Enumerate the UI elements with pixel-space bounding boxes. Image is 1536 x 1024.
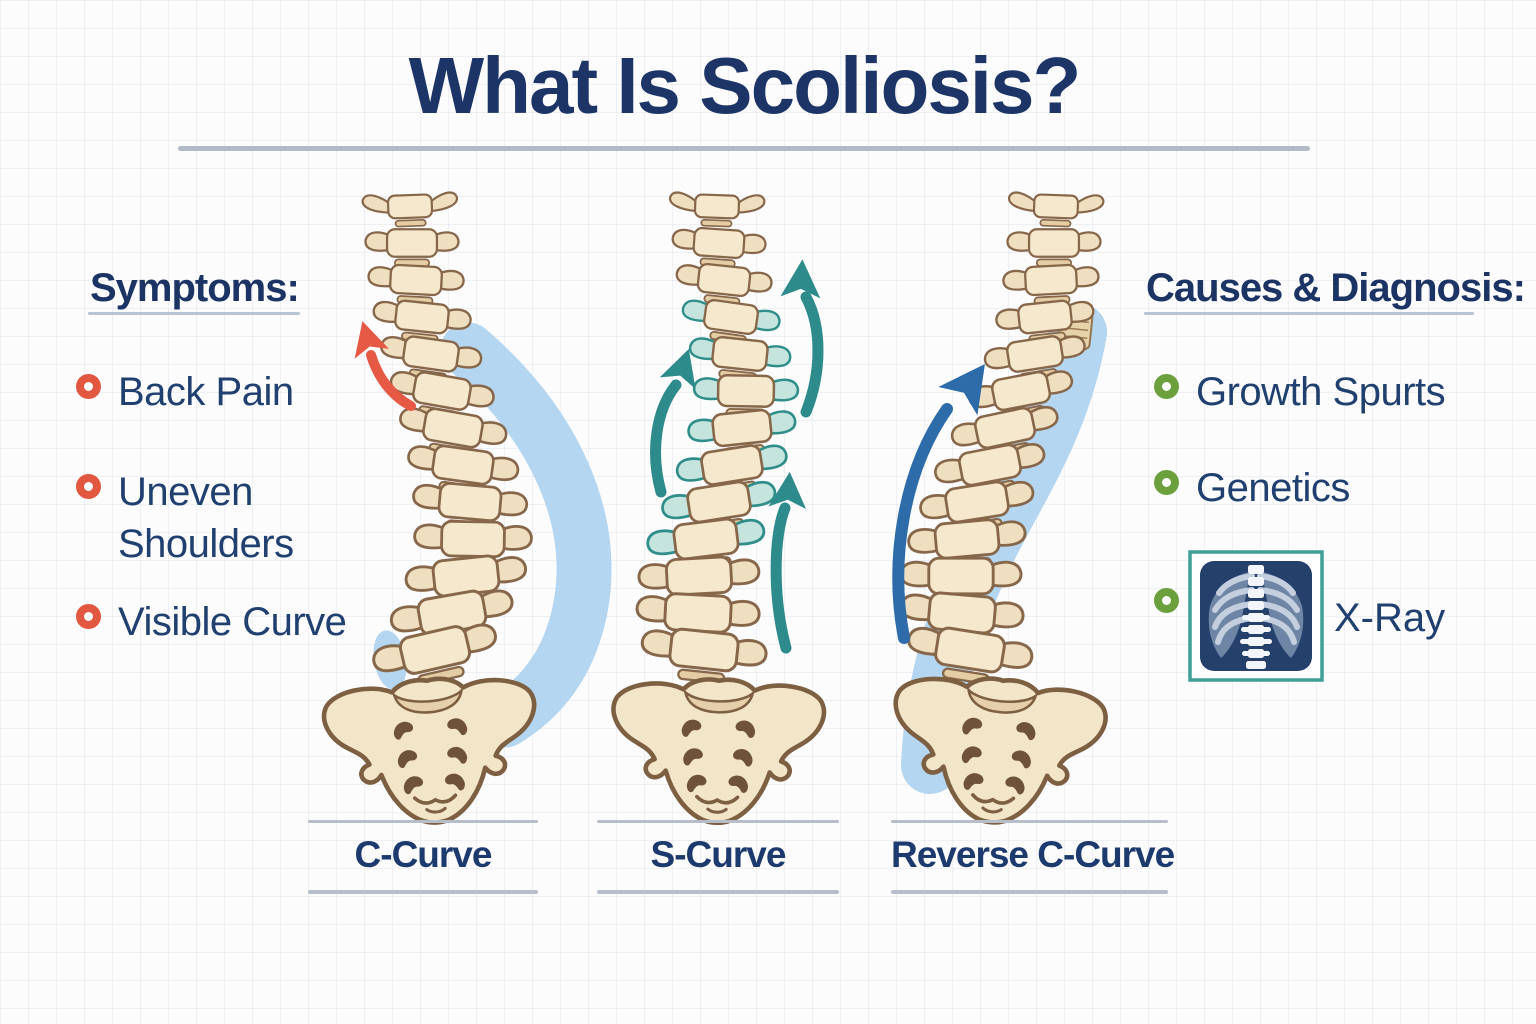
figure-caption-c-curve: C-Curve [308,820,538,894]
teal-arrow-left-icon [650,343,707,498]
ring-bullet-icon [1154,374,1179,399]
caption-rule [891,890,1168,894]
xray-icon [1188,550,1324,682]
ring-bullet-icon [76,374,101,399]
symptom-label: Back Pain [118,370,294,414]
caption-rule [308,890,538,894]
ring-bullet-icon [1154,588,1179,613]
spine-reverse-c-curve-illustration [886,191,1108,831]
spine-c-curve-illustration [322,191,542,830]
cause-label: Genetics [1196,466,1350,510]
cause-item: Growth Spurts [1154,366,1446,418]
cause-label-xray: X-Ray [1334,596,1446,640]
caption-rule [308,820,538,823]
caption-rule [597,820,839,823]
sacrum [612,678,825,825]
blue-highlight-band [440,322,612,748]
figure-label: C-Curve [354,834,493,875]
symptom-label: Visible Curve [118,600,347,644]
symptom-item: Back Pain [76,366,294,418]
causes-heading: Causes & Diagnosis: [1146,266,1526,310]
symptom-label: Uneven Shoulders [118,470,294,566]
caption-rule [891,820,1168,823]
page-title: What Is Scoliosis? [408,41,1082,130]
blue-curved-arrow-icon [892,349,1005,644]
figure-label: S-Curve [650,834,787,875]
symptoms-heading: Symptoms: [90,266,300,310]
causes-underline [1144,312,1474,315]
cause-label: Growth Spurts [1196,370,1446,414]
teal-arrow-upper-right-icon [780,258,824,418]
caption-rule [597,890,839,894]
symptom-item: Visible Curve [76,596,347,648]
ring-bullet-icon [1154,470,1179,495]
teal-arrow-lower-right-icon [768,470,809,654]
symptom-item: Uneven Shoulders [76,466,353,570]
figure-caption-s-curve: S-Curve [597,820,839,894]
ring-bullet-icon [76,604,101,629]
sacrum [322,672,542,830]
title-underline [178,146,1310,151]
red-curved-arrow-icon [345,316,416,411]
figure-caption-reverse-c-curve: Reverse C-Curve [891,820,1175,894]
cause-item: Genetics [1154,462,1350,514]
ring-bullet-icon [76,474,101,499]
figure-label: Reverse C-Curve [891,834,1175,875]
symptoms-underline [88,312,300,315]
